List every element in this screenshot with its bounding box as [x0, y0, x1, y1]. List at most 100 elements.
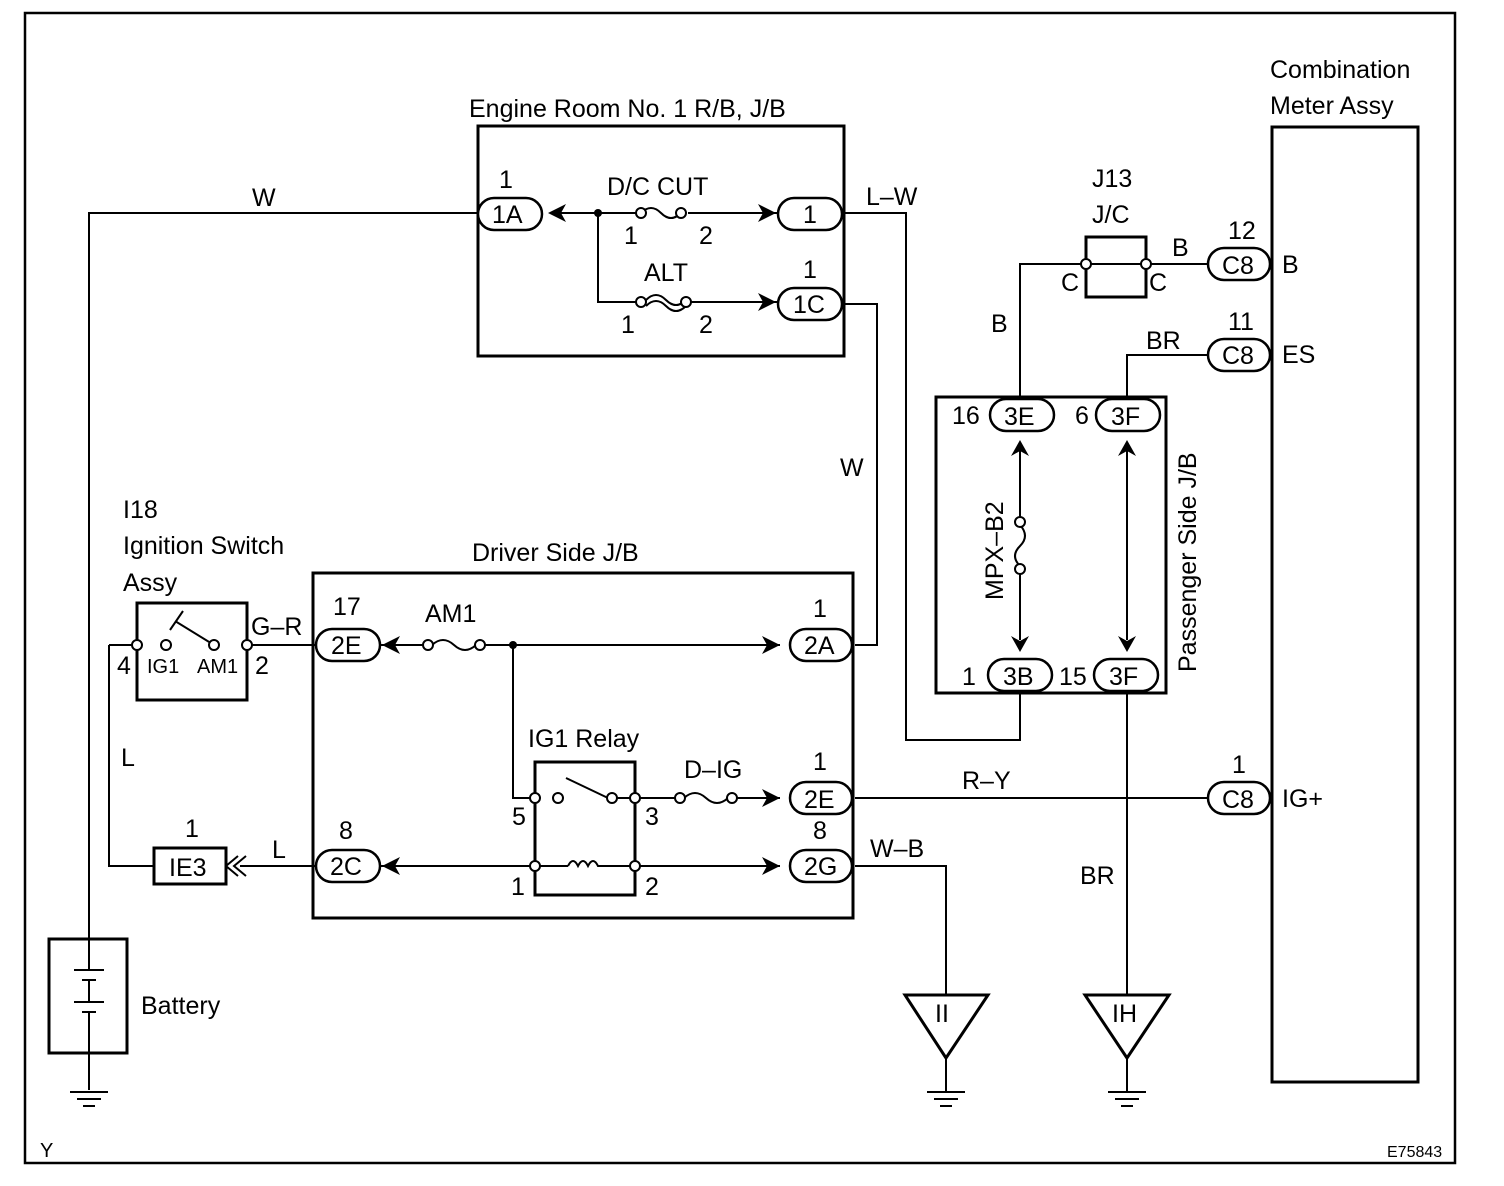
diagram-frame — [23, 11, 1457, 1165]
connector-2e-left-label: 2E — [331, 632, 362, 660]
wire-color-r-y: R–Y — [962, 767, 1011, 795]
connector-c8-ig-label: C8 — [1222, 786, 1254, 814]
combination-meter-box — [1270, 125, 1420, 1084]
fuse-mpx-b2-label: MPX–B2 — [981, 501, 1009, 600]
connector-c8-b — [1206, 246, 1272, 282]
terminal — [1014, 516, 1026, 528]
relay-switch-icon — [565, 777, 635, 799]
fuse-dc-cut-label: D/C CUT — [607, 173, 708, 201]
pin-number: 16 — [952, 402, 980, 430]
fuse-am1-label: AM1 — [425, 600, 476, 628]
ground-ii-triangle — [902, 993, 991, 1061]
pin-number: 6 — [1075, 402, 1089, 430]
connector-3b — [986, 657, 1054, 693]
connector-1a — [476, 196, 544, 232]
pin-number: 5 — [512, 803, 526, 831]
connector-2e-right — [788, 780, 854, 816]
combination-meter-label-2: Meter Assy — [1270, 92, 1394, 120]
connector-arrow — [1118, 636, 1136, 652]
relay-coil-icon — [534, 798, 636, 869]
terminal — [529, 792, 541, 804]
terminal — [131, 639, 143, 651]
wire-color-l-horizontal: L — [272, 836, 286, 864]
connector-c8-es-label: C8 — [1222, 342, 1254, 370]
terminal — [474, 639, 486, 651]
engine-room-rb-label: Engine Room No. 1 R/B, J/B — [469, 95, 786, 123]
terminal — [422, 639, 434, 651]
pin-number: 1 — [511, 873, 525, 901]
j13-label: J13 — [1092, 165, 1132, 193]
connector-arrow — [762, 857, 780, 875]
wire-w-battery-1a — [88, 212, 480, 939]
pin-number: 1 — [499, 166, 513, 194]
connector-3f-top-label: 3F — [1111, 403, 1140, 431]
pin-number: 17 — [333, 593, 361, 621]
connector-1 — [776, 196, 844, 232]
ignition-switch-label-2: Assy — [123, 569, 178, 597]
junction-dot — [594, 209, 602, 217]
ignition-switch-box — [135, 601, 249, 702]
connector-arrow — [1011, 636, 1029, 652]
pin-number: 1 — [185, 815, 199, 843]
ig1-relay-box — [533, 760, 637, 897]
ground-ii-label: II — [935, 1000, 949, 1028]
connector-c8-b-label: C8 — [1222, 252, 1254, 280]
terminal — [726, 792, 738, 804]
meter-terminal-b: B — [1282, 251, 1299, 279]
driver-jb-label: Driver Side J/B — [472, 539, 639, 567]
connector-arrow — [382, 636, 400, 654]
terminal — [675, 207, 687, 219]
j13-jc-label: J/C — [1092, 201, 1130, 229]
wire-w-b — [855, 865, 947, 995]
ground-battery-icon — [70, 1091, 108, 1107]
connector-arrow — [758, 204, 776, 222]
pin-number: 1 — [813, 748, 827, 776]
pin-number: 4 — [117, 652, 131, 680]
j13-junction-box — [1084, 235, 1148, 299]
switch-terminal-ig1: IG1 — [147, 656, 179, 678]
switch-terminal-am1: AM1 — [197, 656, 238, 678]
pin-number: 11 — [1228, 308, 1254, 336]
connector-2a — [788, 627, 854, 663]
pin-number: 1 — [962, 663, 976, 691]
wire-color-b-j13: B — [1172, 234, 1189, 262]
wire-color-w-b: W–B — [870, 835, 924, 863]
pin-number: 8 — [339, 817, 353, 845]
connector-double-arrow-icon — [224, 855, 247, 877]
pin-number: 12 — [1228, 217, 1256, 245]
wire-color-br-top: BR — [1146, 327, 1181, 355]
terminal-c-right: C — [1149, 269, 1167, 297]
driver-jb-box — [311, 571, 855, 920]
pin-number: 8 — [813, 817, 827, 845]
connector-3f-top — [1094, 397, 1162, 433]
terminal — [529, 860, 541, 872]
pin-number: 1 — [803, 256, 817, 284]
connector-ie3-label: IE3 — [169, 854, 207, 882]
terminal — [1140, 258, 1152, 270]
meter-terminal-ig-plus: IG+ — [1282, 785, 1323, 813]
terminal — [635, 207, 647, 219]
ground-ih-triangle — [1082, 993, 1172, 1061]
terminal — [1080, 258, 1092, 270]
pin-number: 2 — [699, 222, 713, 250]
pin-number: 1 — [813, 595, 827, 623]
battery-label: Battery — [141, 992, 221, 1020]
connector-arrow — [1011, 440, 1029, 456]
pin-number: 3 — [645, 803, 659, 831]
connector-1c — [776, 286, 844, 322]
fuse-alt-label: ALT — [644, 259, 688, 287]
ground-ih-icon — [1108, 1058, 1146, 1107]
combination-meter-label-1: Combination — [1270, 56, 1410, 84]
ground-ih-label: IH — [1112, 1000, 1137, 1028]
wire-color-l-vertical: L — [121, 744, 135, 772]
terminal — [680, 296, 692, 308]
ground-ii-icon — [927, 1058, 965, 1107]
pin-number: 15 — [1059, 663, 1087, 691]
connector-3f-bottom — [1092, 657, 1160, 693]
wire-color-br-bottom: BR — [1080, 862, 1115, 890]
pin-number: 2 — [645, 873, 659, 901]
pin-number: 2 — [255, 652, 269, 680]
wire-w-1c-2a — [842, 303, 878, 646]
terminal — [552, 792, 564, 804]
